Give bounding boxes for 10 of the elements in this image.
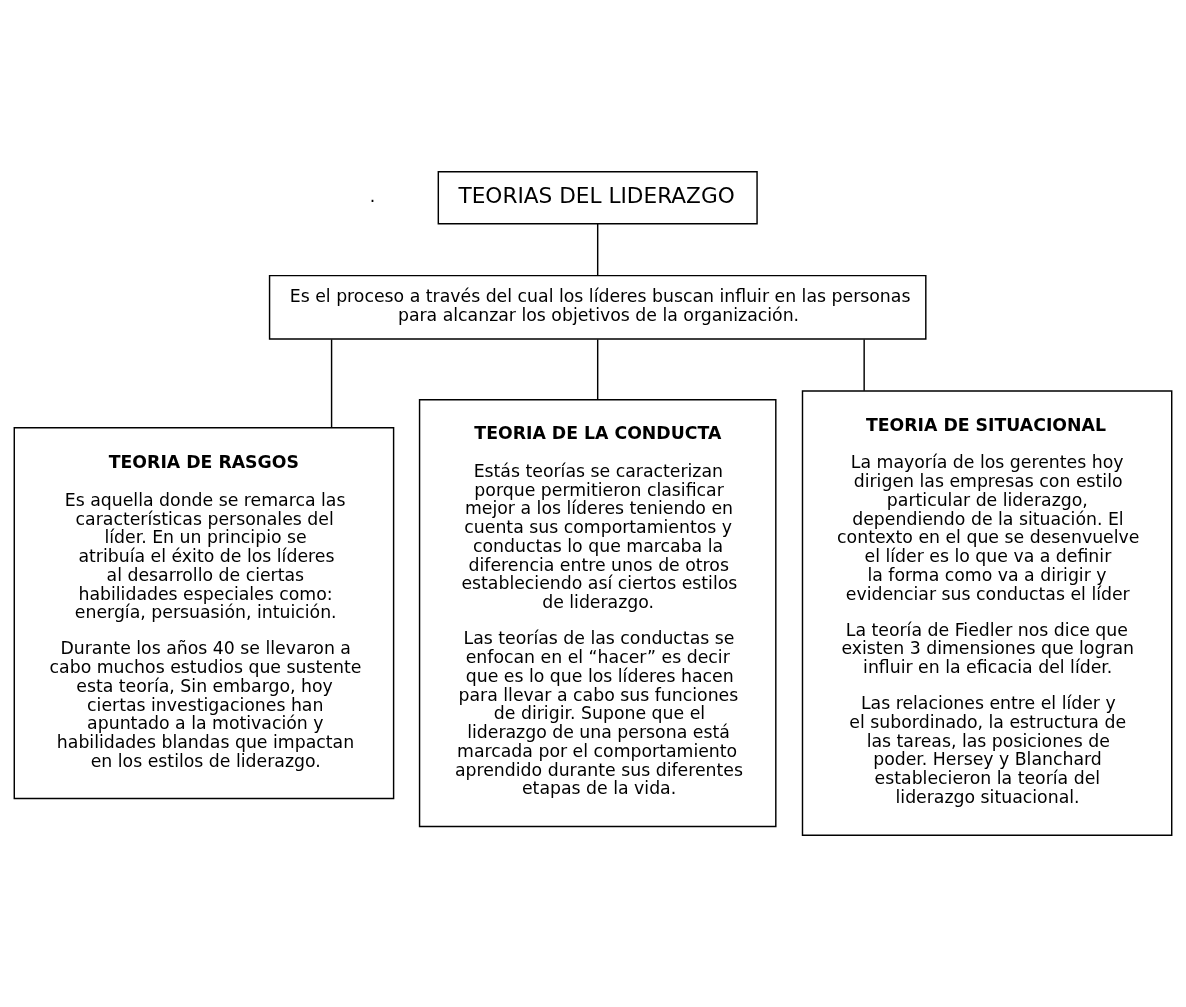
connector xyxy=(596,338,599,400)
node-box: TEORIAS DEL LIDERAZGO xyxy=(437,171,758,225)
node-box: TEORIA DE LA CONDUCTA Estás teorías se caracterizan porque permitieron clasificar mejor a los líderes teniendo en cuenta sus comportamientos y conductas lo que marcaba la diferencia entre unos de otros estableciendo así ciertos estilos de liderazgo. Las teorías de las conductas se enfocan en el “hacer” es decir que es lo que los líderes hacen para llevar a cabo sus funciones de dirigir. Supone que el liderazgo de una persona está marcada por el comportamiento aprendido durante sus diferentes etapas de la vida. xyxy=(418,398,777,828)
node-box: TEORIA DE SITUACIONAL La mayoría de los gerentes hoy dirigen las empresas con estilo particular de liderazgo, dependiendo de la situación. El contexto en el que se desenvuelve el líder es lo que va a definir la forma como va a dirigir y evidenciar sus conductas el líder La teoría de Fiedler nos dice que existen 3 dimensiones que logran influir en la eficacia del líder. Las relaciones entre el líder y el subordinado, la estructura de las tareas, las posiciones de poder. Hersey y Blanchard establecieron la teoría del liderazgo situacional. xyxy=(801,390,1173,836)
node-box: Es el proceso a través del cual los líderes buscan influir en las personas para alcanzar los objetivos de la organización. xyxy=(268,274,927,340)
label: . xyxy=(369,186,376,207)
connector xyxy=(330,338,333,428)
connector xyxy=(596,223,599,276)
connector xyxy=(863,338,865,392)
node-box: TEORIA DE RASGOS Es aquella donde se remarca las características personales del líder. En un principio se atribuía el éxito de los líderes al desarrollo de ciertas habilidades especiales como: energía, persuasión, intuición. Durante los años 40 se llevaron a cabo muchos estudios que sustente esta teoría, Sin embargo, hoy ciertas investigaciones han apuntado a la motivación y habilidades blandas que impactan en los estilos de liderazgo. xyxy=(13,427,395,800)
